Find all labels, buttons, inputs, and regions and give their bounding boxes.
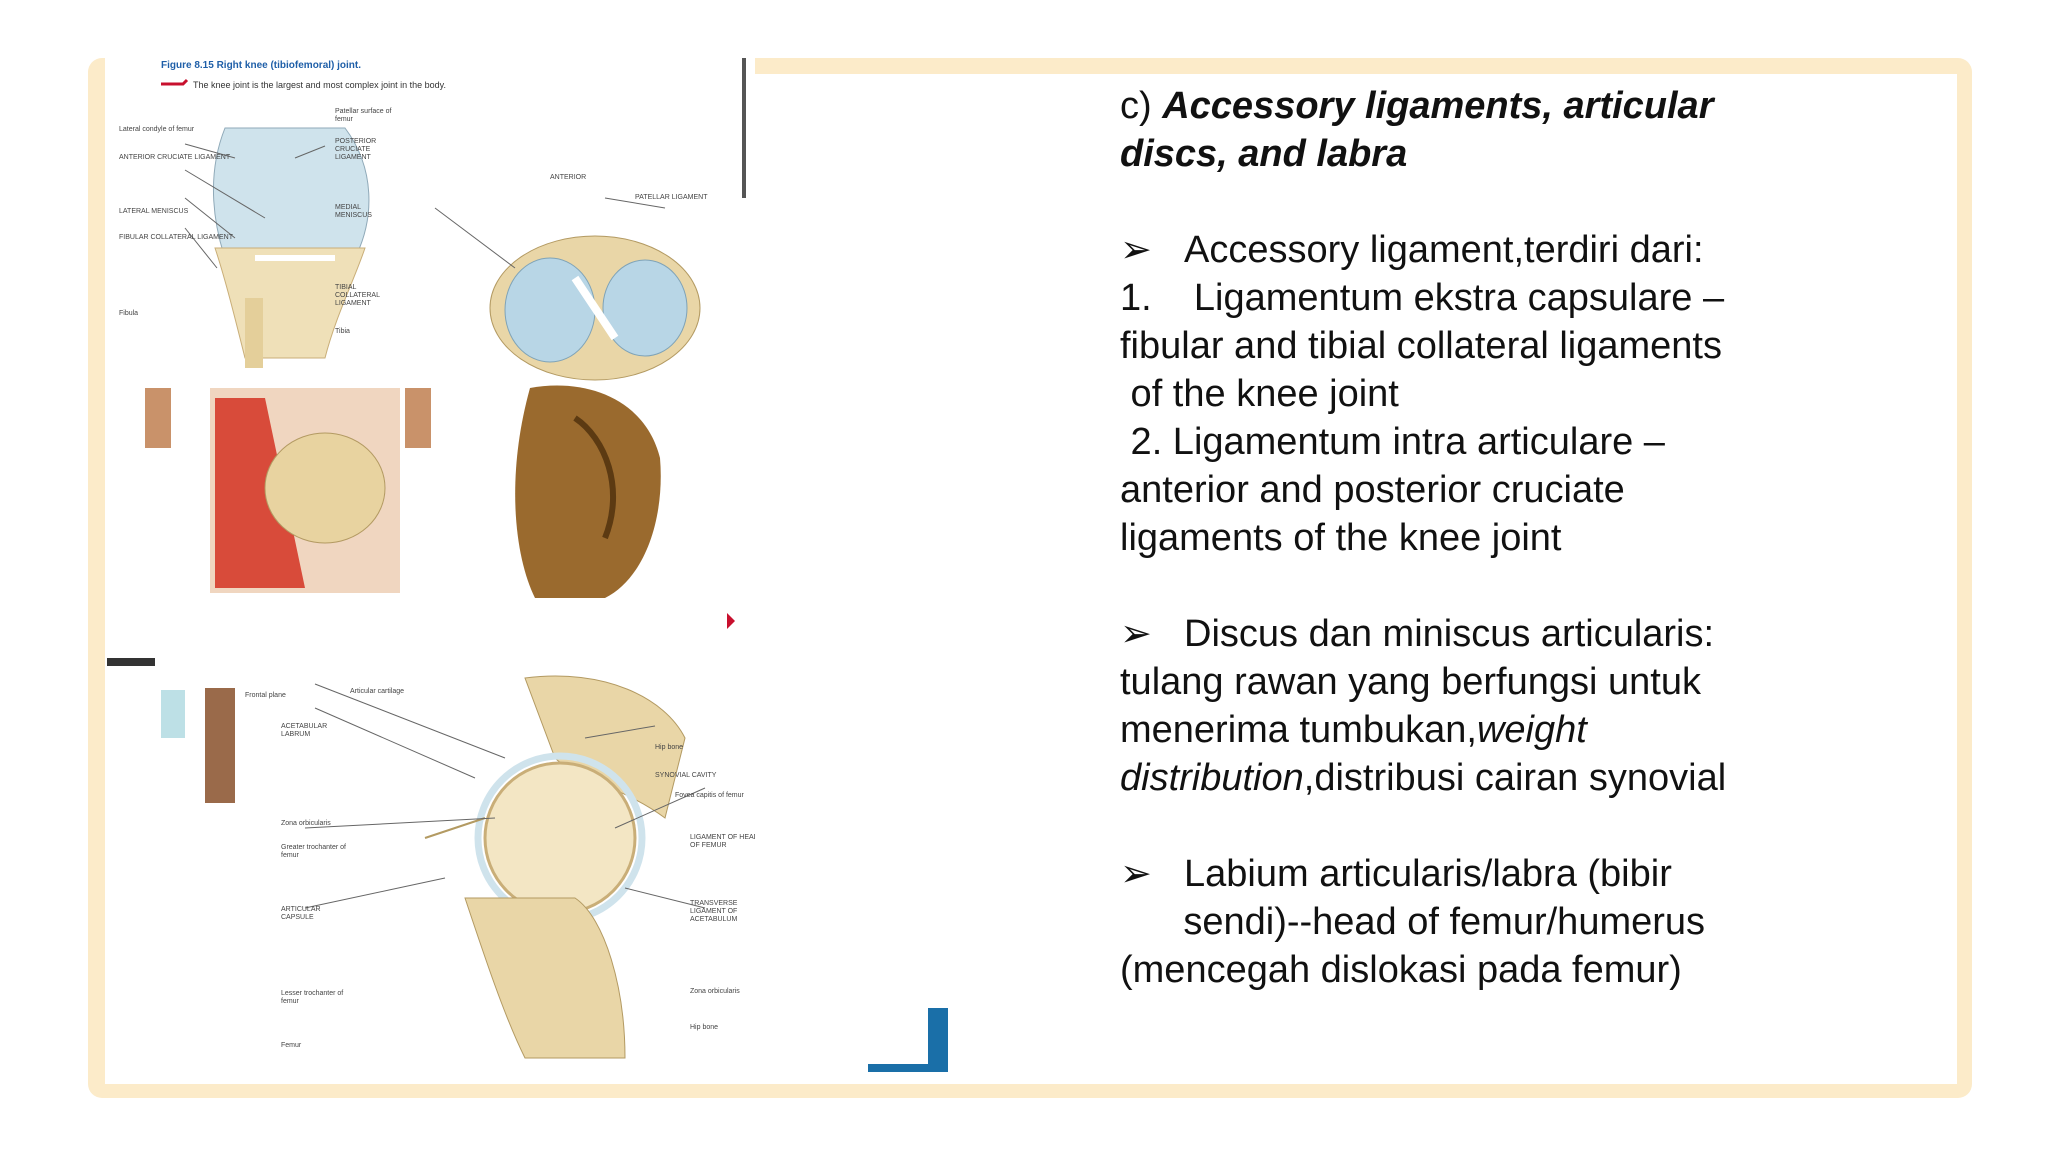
label-frontal-plane: Frontal plane xyxy=(245,692,286,699)
label-pcl: POSTERIOR CRUCIATE LIGAMENT xyxy=(335,138,377,161)
label-hip-bone-2: Hip bone xyxy=(690,1024,719,1031)
label-leader-lines xyxy=(184,143,706,909)
label-lateral-condyle: Lateral condyle of femur xyxy=(119,126,195,133)
label-acetabular-labrum: ACETABULAR LABRUM xyxy=(281,723,328,738)
bullet-line: 1. Ligamentum ekstra capsulare – xyxy=(1120,277,1725,319)
bullet-line-italic: distribution xyxy=(1120,757,1304,799)
slide-text: c) Accessory ligaments, articular discs,… xyxy=(1120,82,1940,1042)
label-fibula: Fibula xyxy=(119,310,139,317)
heading-prefix: c) xyxy=(1120,85,1163,127)
key-icon xyxy=(161,78,189,86)
bullet-text: Discus dan miniscus articularis: xyxy=(1184,613,1715,655)
bullet-accessory-ligament: ➢ Accessory ligament,terdiri dari: 1. Lig… xyxy=(1120,226,1940,562)
label-greater-trochanter: Greater trochanter of femur xyxy=(281,844,346,859)
arrow-bullet-icon: ➢ xyxy=(1120,853,1152,895)
slide-heading: c) Accessory ligaments, articular discs,… xyxy=(1120,82,1940,178)
label-fovea-capitis: Fovea capitis of femur xyxy=(675,792,744,799)
knee-superior-illustration xyxy=(489,235,701,381)
figure-subcaption: The knee joint is the largest and most c… xyxy=(193,80,446,90)
bullet-line: (mencegah dislokasi pada femur) xyxy=(1120,949,1682,991)
label-lateral-meniscus: LATERAL MENISCUS xyxy=(119,208,189,215)
figure-caption: Figure 8.15 Right knee (tibiofemoral) jo… xyxy=(161,60,362,71)
label-zona-orbicularis: Zona orbicularis xyxy=(281,820,331,827)
anatomy-figure: Figure 8.15 Right knee (tibiofemoral) jo… xyxy=(105,58,755,1064)
label-acl: ANTERIOR CRUCIATE LIGAMENT xyxy=(119,154,231,161)
label-tibial-collateral: TIBIAL COLLATERAL LIGAMENT xyxy=(335,284,380,307)
label-tibia: Tibia xyxy=(335,328,350,335)
label-anterior: ANTERIOR xyxy=(550,174,587,181)
bullet-line: fibular and tibial collateral ligaments xyxy=(1120,325,1722,367)
label-ligament-of-head: LIGAMENT OF HEAD OF FEMUR xyxy=(690,834,755,849)
label-medial-meniscus: MEDIAL MENISCUS xyxy=(335,204,372,219)
label-synovial-cavity: SYNOVIAL CAVITY xyxy=(655,772,717,779)
bullet-line: ligaments of the knee joint xyxy=(1120,517,1562,559)
blue-corner-decoration xyxy=(868,1008,948,1072)
label-patellar-ligament: PATELLAR LIGAMENT xyxy=(635,194,708,201)
label-zona-orbicularis-2: Zona orbicularis xyxy=(690,988,740,995)
bullet-line-part: menerima tumbukan, xyxy=(1120,709,1477,751)
figure-marker xyxy=(107,658,155,666)
bullet-labium: ➢ Labium articularis/labra (bibir sendi)-… xyxy=(1120,850,1940,994)
anatomy-illustrations xyxy=(145,78,735,1059)
hip-illustration xyxy=(161,675,686,1059)
label-articular-cartilage: Articular cartilage xyxy=(350,688,405,695)
arrow-bullet-icon: ➢ xyxy=(1120,229,1152,271)
bullet-line: tulang rawan yang berfungsi untuk xyxy=(1120,661,1701,703)
bullet-line: sendi)--head of femur/humerus xyxy=(1120,901,1706,943)
next-arrow-icon xyxy=(727,613,735,629)
label-patellar-surface: Patellar surface of femur xyxy=(335,108,392,123)
label-hip-bone: Hip bone xyxy=(655,744,684,751)
bullet-line-part: ,distribusi cairan synovial xyxy=(1303,757,1727,799)
bullet-discus: ➢ Discus dan miniscus articularis: tulang… xyxy=(1120,610,1940,802)
bullet-line: 2. Ligamentum intra articulare – xyxy=(1120,421,1665,463)
figure-divider xyxy=(742,58,746,198)
heading-title-line2: discs, and labra xyxy=(1120,133,1408,175)
bullet-line: of the knee joint xyxy=(1120,373,1399,415)
heading-title-line1: Accessory ligaments, articular xyxy=(1162,85,1714,127)
bullet-line: anterior and posterior cruciate xyxy=(1120,469,1625,511)
arrow-bullet-icon: ➢ xyxy=(1120,613,1152,655)
knee-photo-illustration xyxy=(405,385,661,598)
label-fibular-collateral: FIBULAR COLLATERAL LIGAMENT xyxy=(119,234,233,241)
label-lesser-trochanter: Lesser trochanter of femur xyxy=(281,990,344,1005)
bullet-text: Accessory ligament,terdiri dari: xyxy=(1184,229,1704,271)
label-femur: Femur xyxy=(281,1042,302,1049)
bullet-text: Labium articularis/labra (bibir xyxy=(1184,853,1672,895)
label-articular-capsule: ARTICULAR CAPSULE xyxy=(281,906,321,921)
label-transverse-ligament: TRANSVERSE LIGAMENT OF ACETABULUM xyxy=(690,900,738,923)
knee-anterior-illustration xyxy=(212,127,370,368)
knee-sagittal-illustration xyxy=(145,388,400,593)
bullet-line-italic: weight xyxy=(1476,709,1587,751)
